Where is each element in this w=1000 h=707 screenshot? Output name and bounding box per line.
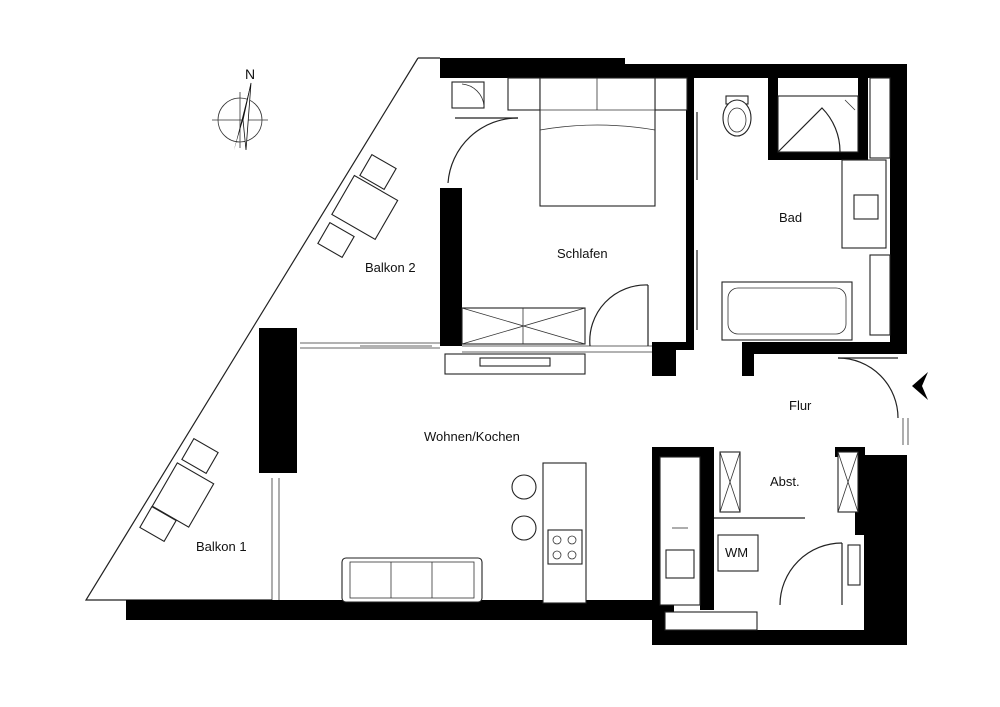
balcony-1: Balkon 1	[139, 437, 247, 554]
toilet	[722, 99, 752, 137]
balcony-table	[151, 462, 215, 528]
north-arrow-icon: N	[212, 66, 268, 151]
shelf	[869, 77, 891, 159]
entrance-arrow-icon	[912, 372, 928, 400]
balcony-table	[331, 174, 399, 241]
entrance-door-arc	[837, 357, 899, 419]
sofa	[341, 557, 483, 603]
room-label-wohnen: Wohnen/Kochen	[424, 429, 520, 444]
bar-stool	[511, 515, 537, 541]
balcony-chair	[139, 505, 177, 543]
appliance-label-wm: WM	[725, 545, 748, 560]
hallway-storage: WM Flur Abst.	[664, 398, 861, 631]
balcony-2: Balkon 2	[317, 153, 416, 275]
shower	[777, 95, 859, 153]
room-label-balkon1: Balkon 1	[196, 539, 247, 554]
doors	[447, 81, 899, 606]
closet-door	[451, 81, 485, 109]
thin-wall-lines	[271, 342, 909, 600]
north-label: N	[245, 66, 255, 82]
washbasin	[853, 194, 879, 220]
bed	[539, 77, 656, 207]
cabinet	[664, 611, 758, 631]
nightstand	[507, 77, 541, 111]
room-label-schlafen: Schlafen	[557, 246, 608, 261]
exterior-walls	[126, 58, 907, 645]
room-label-flur: Flur	[789, 398, 812, 413]
bar-stool	[511, 474, 537, 500]
kitchen-counter	[659, 456, 701, 606]
door-arc	[589, 284, 649, 347]
nightstand	[654, 77, 688, 111]
living-kitchen: Wohnen/Kochen	[341, 429, 701, 606]
balcony-chair	[359, 153, 397, 191]
room-label-balkon2: Balkon 2	[365, 260, 416, 275]
door-arc	[447, 117, 519, 184]
shelf	[869, 254, 891, 336]
balcony-chair	[181, 437, 219, 475]
bedroom: Schlafen	[444, 77, 688, 375]
bathroom: Bad	[721, 77, 891, 341]
room-label-abst: Abst.	[770, 474, 800, 489]
door-arc	[779, 542, 843, 606]
cooktop	[547, 529, 583, 565]
room-label-bad: Bad	[779, 210, 802, 225]
kitchen-sink	[665, 549, 695, 579]
bathtub	[721, 281, 853, 341]
washing-machine	[717, 534, 759, 572]
cabinet	[847, 544, 861, 586]
balcony-chair	[317, 221, 355, 259]
